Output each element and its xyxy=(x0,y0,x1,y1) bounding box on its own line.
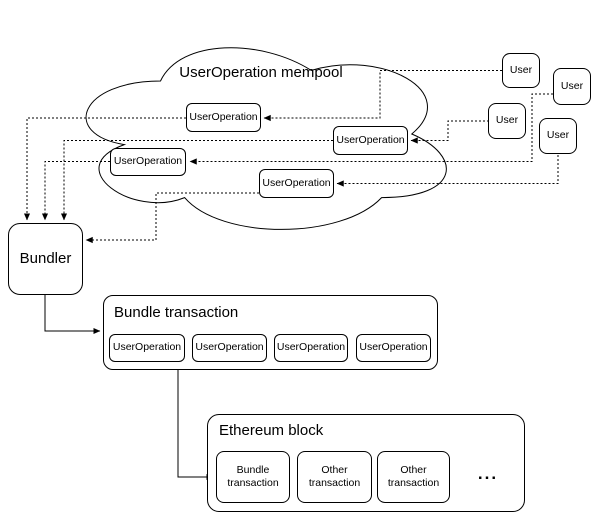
userop-label: UserOperation xyxy=(336,133,405,146)
edge-userop3-to-bundler xyxy=(60,140,333,221)
bundle-userop-node-2: UserOperation xyxy=(192,334,267,362)
user-node-4: User xyxy=(539,118,577,154)
bundle-transaction-title: Bundle transaction xyxy=(114,304,239,321)
mempool-cloud-title: UserOperation mempool xyxy=(179,64,343,81)
edge-userop2-to-bundler xyxy=(41,161,110,221)
mempool-userop-node-3: UserOperation xyxy=(333,126,408,155)
edge-user1-to-userop1 xyxy=(263,70,502,122)
bundler-label: Bundler xyxy=(19,249,72,267)
eth-other-transaction-node-1: Other transaction xyxy=(297,451,372,503)
userop-label: UserOperation xyxy=(113,155,183,168)
eth-bundle-transaction-node: Bundle transaction xyxy=(216,451,290,503)
transaction-label: Other transaction xyxy=(387,463,440,489)
user-label: User xyxy=(509,63,533,76)
mempool-cloud-shape xyxy=(85,47,447,230)
bundle-userop-node-1: UserOperation xyxy=(109,334,185,362)
user-label: User xyxy=(560,79,584,92)
ethereum-block-title: Ethereum block xyxy=(219,422,324,439)
userop-label: UserOperation xyxy=(262,176,331,189)
user-node-1: User xyxy=(502,53,540,88)
edge-userop1-to-bundler xyxy=(23,117,186,221)
mempool-userop-node-1: UserOperation xyxy=(186,103,261,132)
mempool-userop-node-2: UserOperation xyxy=(110,148,186,176)
mempool-userop-node-4: UserOperation xyxy=(259,169,334,198)
userop-label: UserOperation xyxy=(276,341,346,354)
bundle-userop-node-4: UserOperation xyxy=(356,334,431,362)
userop-label: UserOperation xyxy=(112,341,182,354)
more-transactions-ellipsis: ... xyxy=(477,464,499,483)
user-label: User xyxy=(495,114,519,127)
transaction-label: Bundle transaction xyxy=(227,463,279,489)
eth-other-transaction-node-2: Other transaction xyxy=(377,451,450,503)
edge-user3-to-userop3 xyxy=(410,120,489,144)
userop-label: UserOperation xyxy=(195,341,264,354)
userop-label: UserOperation xyxy=(189,110,258,123)
edge-bundler-to-bundle-tx xyxy=(44,295,101,335)
bundle-userop-node-3: UserOperation xyxy=(274,334,348,362)
bundler-node: Bundler xyxy=(8,223,83,295)
transaction-label: Other transaction xyxy=(308,463,361,489)
edge-userop4-to-bundler xyxy=(85,192,259,244)
userop-label: UserOperation xyxy=(359,341,428,354)
user-label: User xyxy=(546,129,570,142)
user-node-3: User xyxy=(488,103,526,139)
edge-bundle-tx-to-eth-block xyxy=(177,370,214,481)
edge-user4-to-userop4 xyxy=(336,155,559,187)
user-node-2: User xyxy=(553,68,591,105)
